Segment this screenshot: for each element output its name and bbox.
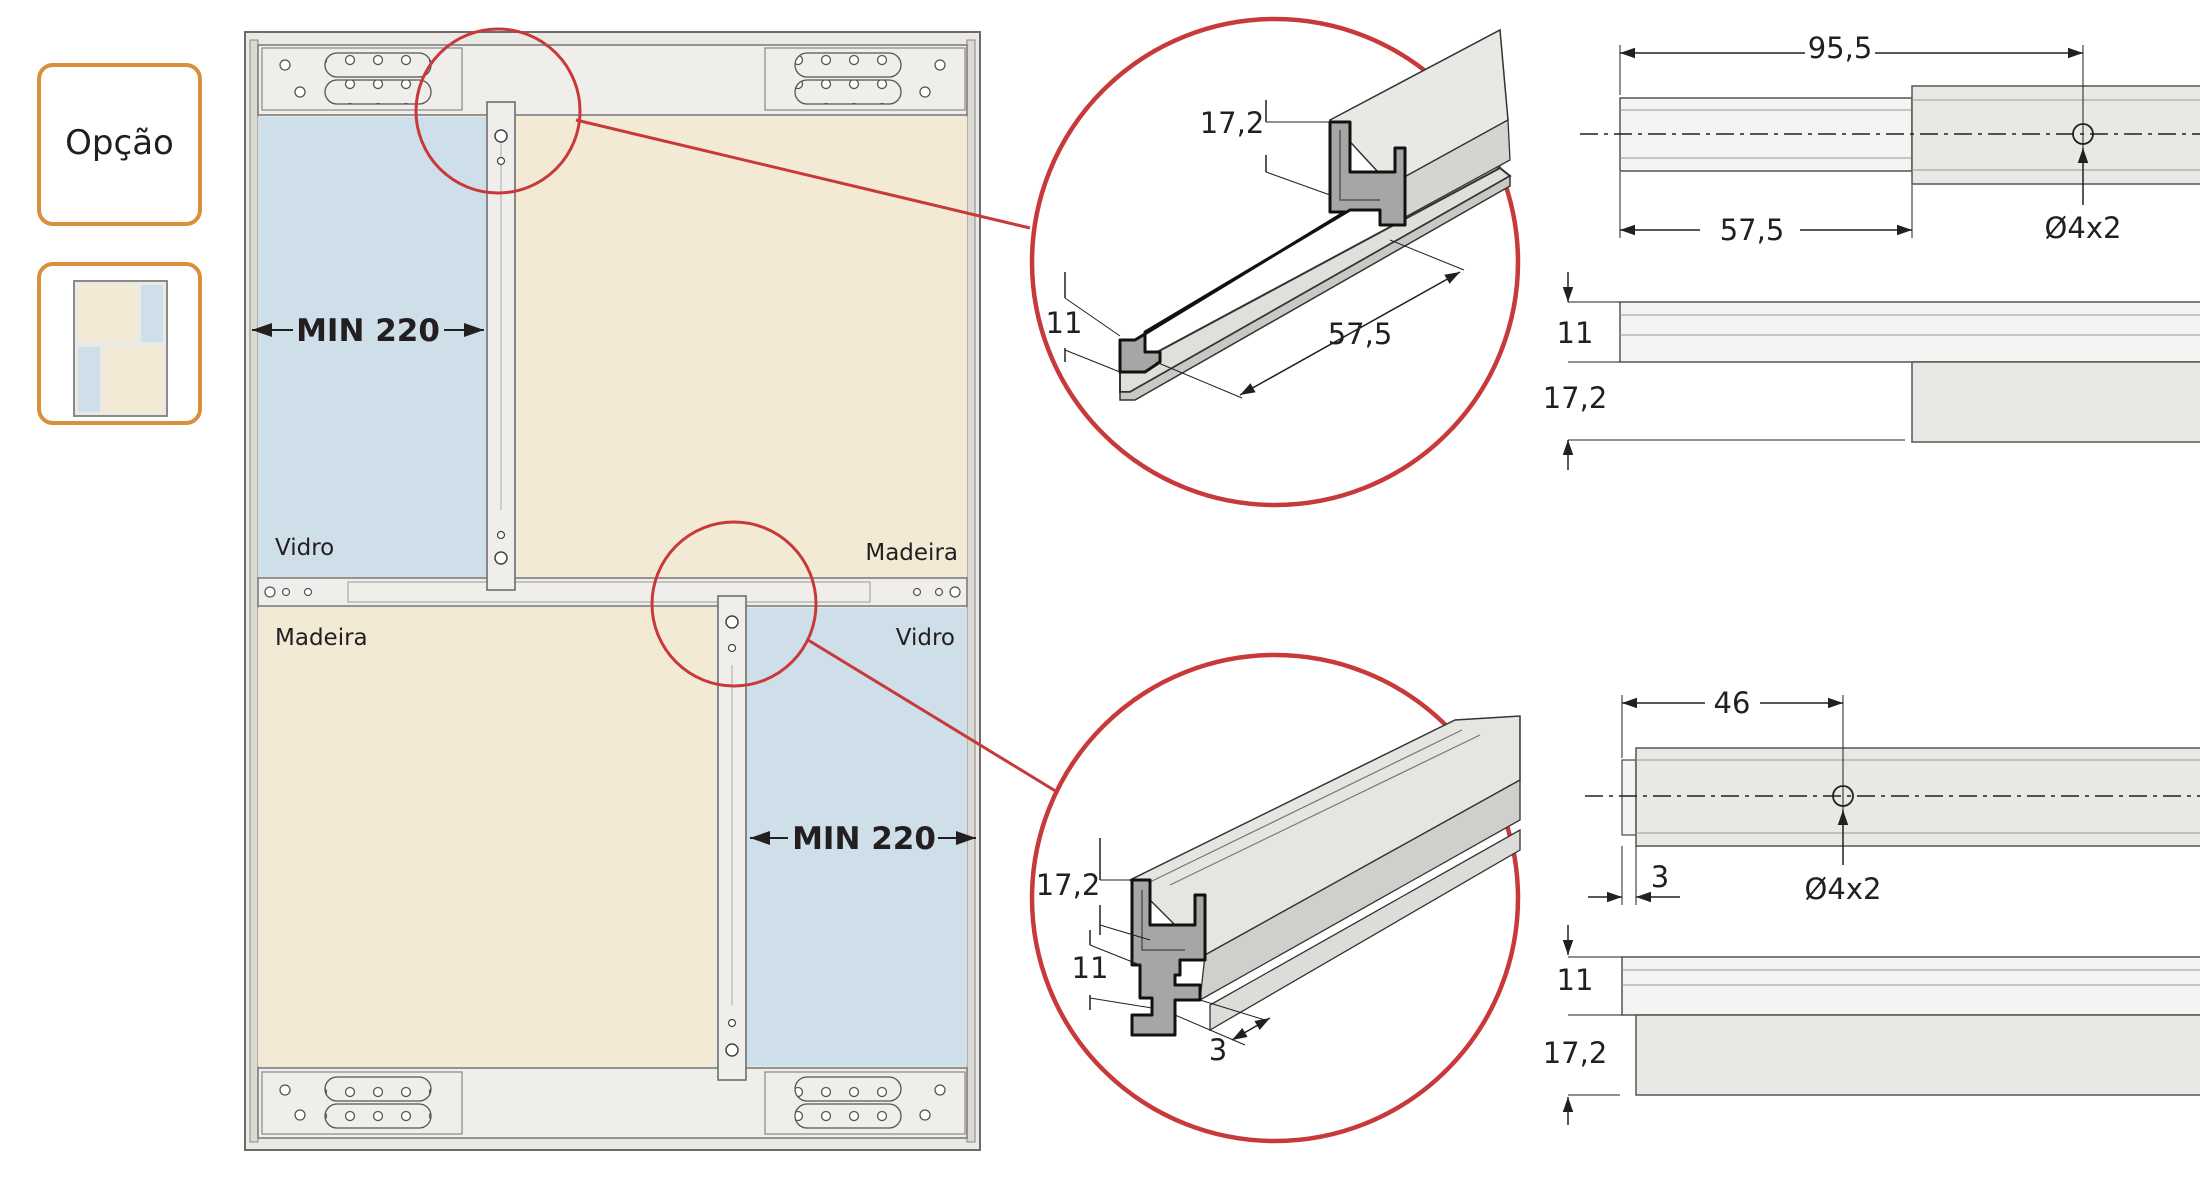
orthographic-drawing-top: 95,5 57,5 Ø4x2 11 17,2 — [1543, 31, 2200, 470]
detail-top-step-label: 11 — [1046, 306, 1083, 340]
top-rail — [257, 44, 968, 116]
detail-bottom-step-label: 11 — [1072, 951, 1109, 985]
drawing-bottom-overall-label: 46 — [1714, 686, 1751, 720]
min-width-dimension-top: MIN 220 — [252, 313, 484, 349]
drawing-top-inner-label: 57,5 — [1720, 213, 1785, 247]
detail-top-length-label: 57,5 — [1328, 317, 1393, 351]
bottom-rail — [257, 1067, 968, 1139]
detail-bottom-offset-label: 3 — [1209, 1033, 1227, 1067]
option-label: Opção — [65, 123, 174, 163]
vertical-divider-bottom — [717, 595, 747, 1081]
orthographic-drawing-bottom: 46 3 Ø4x2 11 17,2 — [1543, 686, 2200, 1125]
drawing-bottom-step-label: 11 — [1557, 963, 1594, 997]
drawing-bottom-height-label: 17,2 — [1543, 1036, 1608, 1070]
layout-thumbnail-icon — [73, 280, 168, 417]
middle-rail — [257, 577, 968, 607]
profile-detail-top: 17,2 11 57,5 — [1029, 16, 1521, 508]
min-width-dimension-bottom: MIN 220 — [750, 821, 976, 857]
drawing-top-height-label: 17,2 — [1543, 381, 1608, 415]
cabinet-frame: Vidro Madeira Madeira Vidro MIN 220 MIN … — [244, 31, 981, 1151]
drawing-top-overall-label: 95,5 — [1808, 31, 1873, 65]
wood-panel-bottom-left — [258, 608, 715, 1066]
panel-label-bottom-right: Vidro — [896, 625, 955, 651]
min-width-label-top: MIN 220 — [296, 313, 440, 349]
drawing-top-step-label: 11 — [1557, 316, 1594, 350]
option-box[interactable]: Opção — [37, 63, 202, 226]
vertical-divider-top — [486, 101, 516, 591]
panel-label-top-right: Madeira — [865, 540, 958, 566]
drawing-bottom-hole-label: Ø4x2 — [1805, 872, 1882, 906]
min-width-label-bottom: MIN 220 — [792, 821, 936, 857]
profile-detail-bottom: 17,2 11 3 — [1029, 652, 1521, 1144]
detail-top-height-label: 17,2 — [1200, 106, 1265, 140]
callout-top — [414, 27, 1031, 230]
drawing-bottom-offset-label: 3 — [1651, 860, 1669, 894]
panel-label-top-left: Vidro — [275, 535, 334, 561]
detail-bottom-height-label: 17,2 — [1036, 868, 1101, 902]
glass-panel-top-left — [258, 117, 486, 577]
wood-panel-top-right — [516, 117, 967, 577]
panel-label-bottom-left: Madeira — [275, 625, 368, 651]
drawing-top-hole-label: Ø4x2 — [2045, 211, 2122, 245]
option-layout-thumbnail[interactable] — [37, 262, 202, 425]
callout-bottom — [650, 520, 1063, 797]
